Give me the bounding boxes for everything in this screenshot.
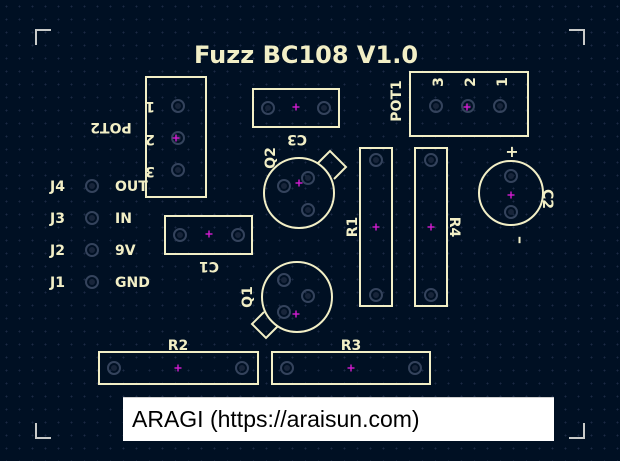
r3: R3 xyxy=(271,338,431,385)
connector-j2: J2 9V xyxy=(49,243,136,259)
corner-marks xyxy=(35,29,585,439)
j1-net: GND xyxy=(115,275,150,291)
r3-label: R3 xyxy=(341,338,362,354)
c3: C3 xyxy=(252,88,340,147)
q2: Q2 xyxy=(263,147,348,229)
q1: Q1 xyxy=(240,261,333,340)
pot2-label: POT2 xyxy=(90,119,131,135)
c2: C2 + – xyxy=(478,142,555,244)
c2-minus-marker: – xyxy=(511,236,530,244)
j1-ref: J1 xyxy=(49,275,65,291)
r1: R1 xyxy=(345,147,393,307)
c2-label: C2 xyxy=(539,189,555,209)
pot2-pin-3: 3 xyxy=(145,163,155,179)
pot2-pin-1: 1 xyxy=(145,98,155,114)
j2-net: 9V xyxy=(115,243,136,259)
pot1-pin-1: 1 xyxy=(495,77,511,87)
pot1-pin-3: 3 xyxy=(431,77,447,87)
c2-plus-marker: + xyxy=(505,142,518,161)
credit-banner: ARAGI (https://araisun.com) xyxy=(123,397,554,441)
connector-j1: J1 GND xyxy=(49,275,150,291)
q2-label: Q2 xyxy=(263,147,279,169)
r4: R4 xyxy=(414,147,462,307)
r2: R2 xyxy=(98,338,259,385)
c1-label: C1 xyxy=(199,258,219,274)
pot1: POT1 3 2 1 xyxy=(389,71,529,137)
j4-ref: J4 xyxy=(49,179,65,195)
credit-text: ARAGI (https://araisun.com) xyxy=(132,406,420,432)
pot2-pin-2: 2 xyxy=(145,131,155,147)
q1-label: Q1 xyxy=(240,286,256,308)
connector-j3: J3 IN xyxy=(49,211,132,227)
c1: C1 xyxy=(164,215,253,274)
r2-label: R2 xyxy=(168,338,189,354)
j3-net: IN xyxy=(115,211,132,227)
pot1-pin-2: 2 xyxy=(463,77,479,87)
board-title: Fuzz BC108 V1.0 xyxy=(194,41,418,69)
c3-label: C3 xyxy=(287,131,307,147)
connector-j4: J4 OUT xyxy=(49,179,148,195)
r4-label: R4 xyxy=(446,217,462,238)
j2-ref: J2 xyxy=(49,243,65,259)
pot2: POT2 1 2 3 xyxy=(90,76,207,198)
r1-label: R1 xyxy=(345,217,361,238)
pot1-label: POT1 xyxy=(389,80,405,121)
j3-ref: J3 xyxy=(49,211,65,227)
j4-net: OUT xyxy=(115,179,148,195)
